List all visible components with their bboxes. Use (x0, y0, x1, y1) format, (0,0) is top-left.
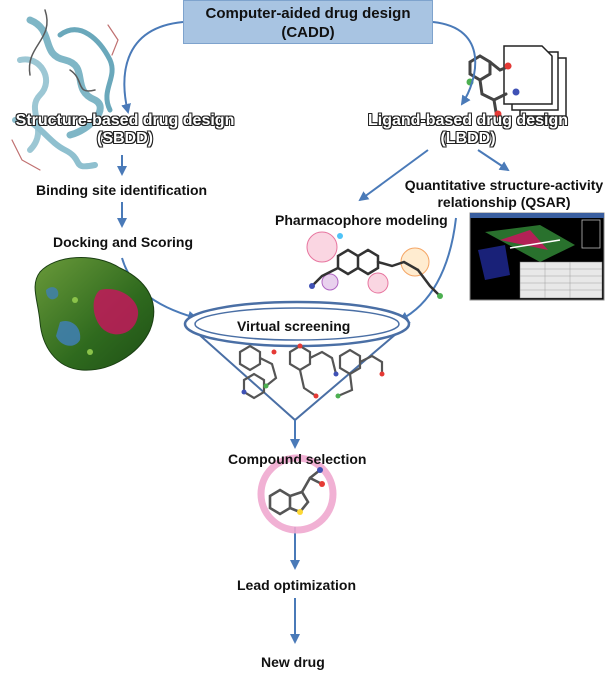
docking-label: Docking and Scoring (53, 234, 194, 250)
ligand-atom-dots (241, 343, 385, 399)
virtual-screening-funnel (183, 300, 411, 422)
sbdd-line1: Structure-based drug design (15, 112, 235, 129)
compound-selection-label: Compound selection (228, 451, 367, 467)
pharmacophore-model-image (306, 231, 443, 299)
sbdd-heading: Structure-based drug design (SBDD) (14, 112, 236, 148)
molecule-documents-image (466, 45, 567, 118)
new-drug-label: New drug (261, 654, 325, 670)
lead-optimization-label: Lead optimization (237, 577, 356, 593)
qsar-screenshot-image (469, 212, 605, 301)
lbdd-line1: Ligand-based drug design (367, 112, 568, 129)
binding-site-label: Binding site identification (36, 182, 208, 198)
selected-compound-image (257, 454, 337, 534)
pharmacophore-label: Pharmacophore modeling (275, 212, 448, 228)
sbdd-line2: (SBDD) (97, 130, 153, 147)
ligand-molecules-image (238, 344, 384, 400)
cadd-title-line2: (CADD) (281, 24, 335, 41)
lbdd-heading: Ligand-based drug design (LBDD) (355, 112, 581, 148)
virtual-screening-label: Virtual screening (237, 318, 351, 334)
qsar-label: Quantitative structure-activity relation… (404, 177, 604, 211)
cadd-title-box: Computer-aided drug design (CADD) (183, 0, 433, 44)
qsar-line2: relationship (QSAR) (437, 194, 571, 210)
qsar-line1: Quantitative structure-activity (404, 177, 604, 193)
lbdd-line2: (LBDD) (440, 130, 496, 147)
protein-surface-image (34, 257, 155, 371)
cadd-title-line1: Computer-aided drug design (205, 5, 411, 22)
protein-ribbon-image (11, 9, 119, 171)
